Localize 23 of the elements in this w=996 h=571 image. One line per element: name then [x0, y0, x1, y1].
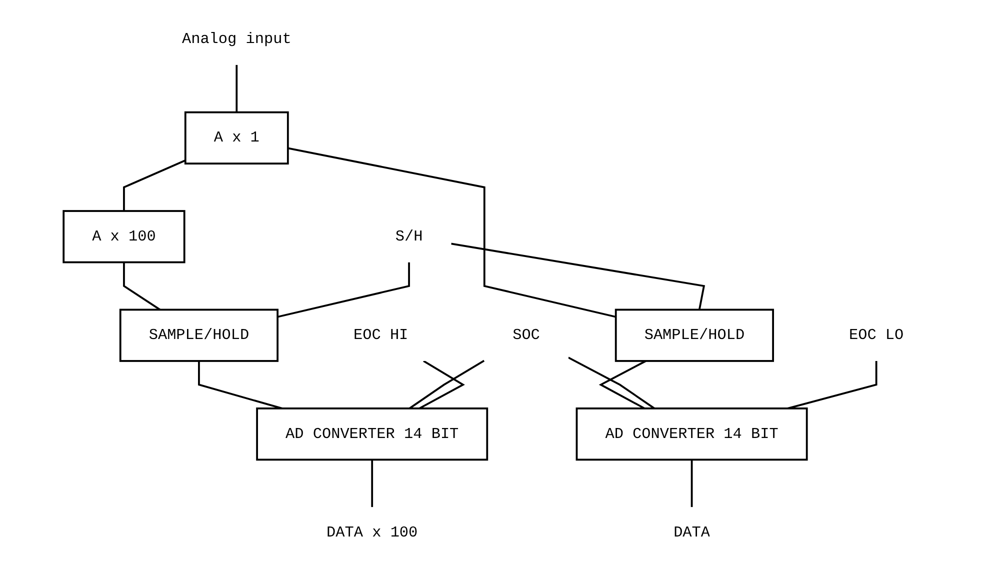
node-text: DATA	[674, 524, 710, 541]
node-text: S/H	[395, 228, 423, 245]
node-text: DATA x 100	[326, 524, 418, 541]
connector	[123, 159, 186, 210]
connector	[451, 242, 706, 310]
node-box: SAMPLE/HOLD	[615, 308, 774, 362]
node-box: A x 1	[184, 110, 289, 164]
node-box: AD CONVERTER 14 BIT	[576, 406, 808, 460]
node-text: SOC	[512, 326, 540, 344]
connector	[690, 459, 693, 507]
node-box: SAMPLE/HOLD	[120, 308, 279, 362]
connector	[371, 459, 374, 507]
node-text: Analog input	[182, 30, 292, 48]
node-box: AD CONVERTER 14 BIT	[256, 406, 488, 460]
node-box: A x 100	[62, 210, 186, 263]
connector	[409, 359, 485, 409]
connector	[568, 356, 656, 409]
connector	[288, 146, 616, 318]
node-text: EOC HI	[354, 326, 408, 344]
node-text: EOC LO	[849, 326, 904, 344]
connector	[236, 64, 238, 112]
connector	[123, 262, 161, 310]
connector	[277, 262, 410, 318]
